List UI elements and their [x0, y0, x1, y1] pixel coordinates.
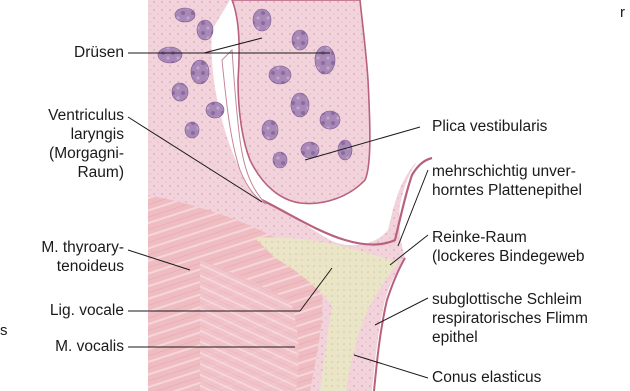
label-m-thyroarytenoideus: M. thyroary- tenoideus — [4, 238, 124, 276]
label-m-vocalis: M. vocalis — [14, 337, 124, 356]
label-druesen: Drüsen — [40, 43, 124, 62]
label-plattenepithel: mehrschichtig unver- horntes Plattenepit… — [432, 162, 630, 200]
label-ventriculus-laryngis: Ventriculus laryngis (Morgagni- Raum) — [10, 106, 124, 182]
label-lig-vocale: Lig. vocale — [14, 301, 124, 320]
label-reinke-raum: Reinke-Raum (lockeres Bindegeweb — [432, 228, 630, 266]
label-conus-elasticus: Conus elasticus — [432, 368, 627, 387]
edge-fragment-top-right: r — [620, 4, 625, 21]
label-subglottische-schleimhaut: subglottische Schleim respiratorisches F… — [432, 290, 630, 347]
edge-fragment-left-bottom: s — [0, 322, 8, 339]
label-plica-vestibularis: Plica vestibularis — [432, 117, 627, 136]
